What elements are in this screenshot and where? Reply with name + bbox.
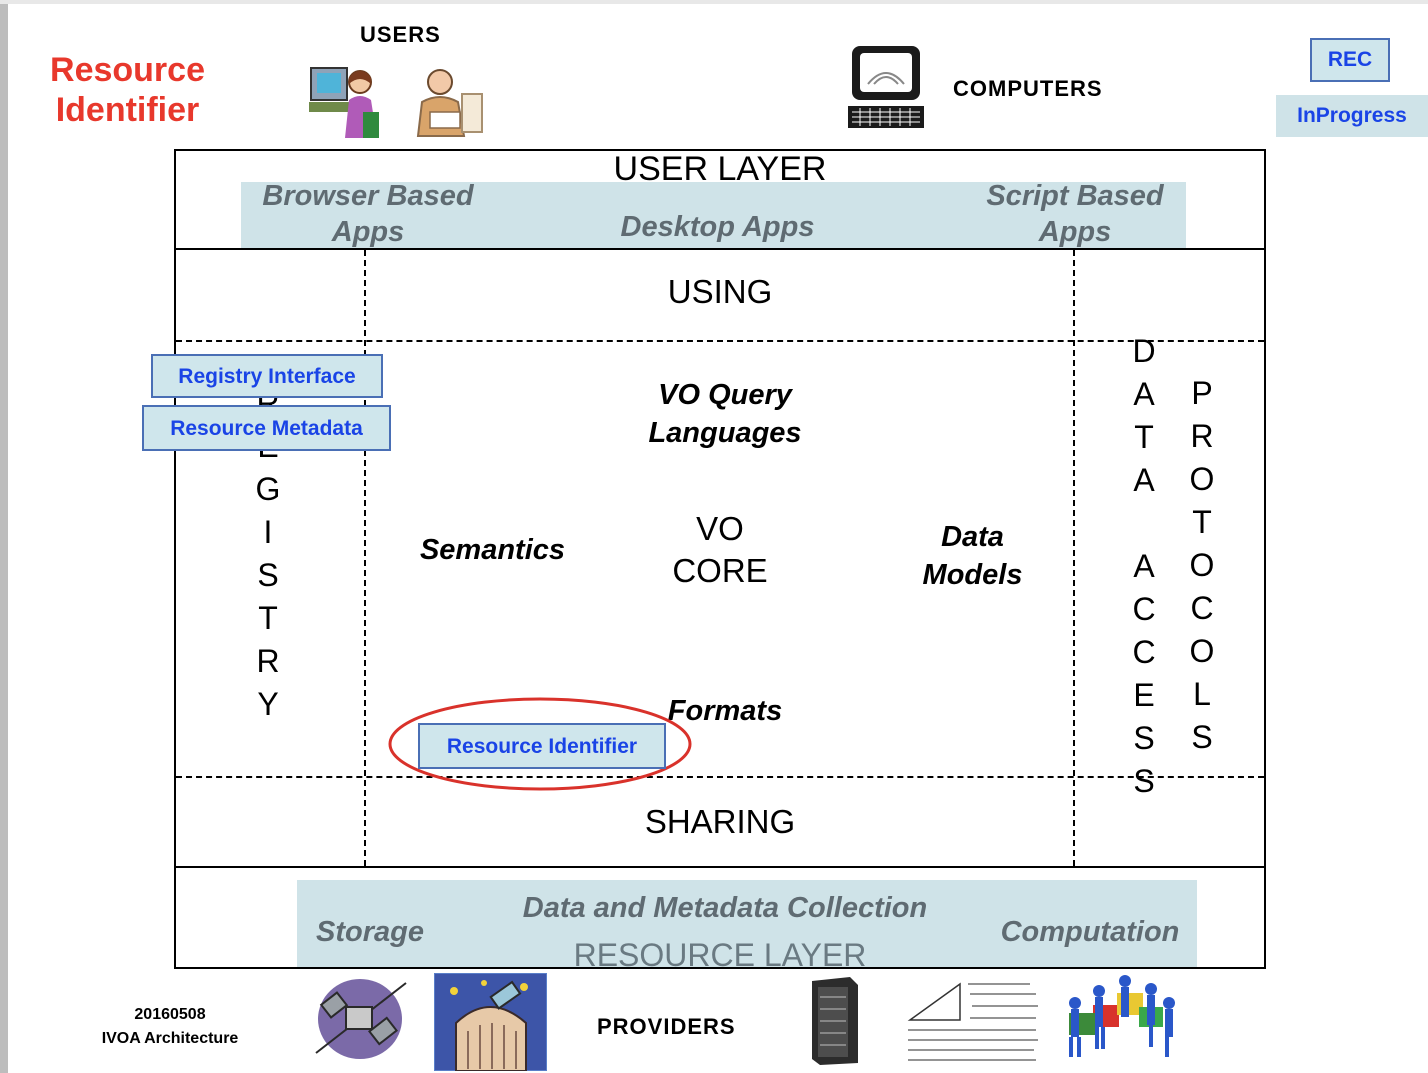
script-based-apps: Script Based Apps <box>986 180 1164 248</box>
footer-doc-name: IVOA Architecture <box>101 1030 239 1047</box>
computation-label: Computation <box>1000 916 1180 948</box>
data-access-divider <box>1073 250 1075 866</box>
server-icon <box>812 977 858 1065</box>
providers-label: PROVIDERS <box>597 1014 736 1039</box>
desktop-computer-icon <box>848 46 924 128</box>
footer-date: 20160508 <box>134 1006 206 1023</box>
resource-layer-title: RESOURCE LAYER <box>573 937 867 973</box>
data-metadata-collection: Data and Metadata Collection <box>522 892 928 924</box>
architecture-frame <box>174 149 1266 969</box>
registry-interface-box: Registry Interface <box>151 354 383 398</box>
vo-core-label: VO CORE <box>672 510 768 589</box>
formats-label: Formats <box>667 695 783 727</box>
resource-metadata-box: Resource Metadata <box>142 405 391 451</box>
sharing-label: SHARING <box>644 803 796 840</box>
data-access-vertical-label: D A T A A C C E S S <box>1132 333 1156 799</box>
registry-divider <box>364 250 366 866</box>
user-layer-divider <box>174 248 1266 250</box>
resource-identifier-box: Resource Identifier <box>418 723 666 769</box>
in-progress-badge: InProgress <box>1276 95 1428 137</box>
rec-badge: REC <box>1310 38 1390 82</box>
footer-info: 20160508 IVOA Architecture <box>70 1003 270 1051</box>
user-at-computer-icon <box>309 67 379 138</box>
user-layer-band <box>241 182 1186 248</box>
computers-label: COMPUTERS <box>953 76 1103 101</box>
math-notes-icon <box>900 972 1042 1070</box>
users-label: USERS <box>360 22 441 47</box>
using-label: USING <box>667 273 773 310</box>
slide-frame-top <box>0 0 1428 4</box>
scientist-icon <box>416 69 483 137</box>
protocols-vertical-label: P R O T O C O L S <box>1189 375 1215 755</box>
storage-label: Storage <box>316 916 424 948</box>
highlight-ellipse <box>388 697 692 791</box>
data-models-label: Data Models <box>922 521 1023 591</box>
semantics-label: Semantics <box>419 534 566 566</box>
user-layer-title: USER LAYER <box>613 150 827 188</box>
vo-query-languages: VO Query Languages <box>648 379 802 449</box>
slide-title: Resource Identifier <box>50 51 205 129</box>
satellite-icon <box>315 979 407 1059</box>
puzzle-team-icon <box>1069 975 1175 1057</box>
observatory-icon <box>434 973 547 1071</box>
slide-frame-left <box>0 0 8 1073</box>
browser-based-apps: Browser Based Apps <box>262 180 474 248</box>
desktop-apps: Desktop Apps <box>620 211 815 243</box>
sharing-divider <box>176 776 1264 778</box>
resource-layer-band <box>297 880 1197 968</box>
resource-layer-divider <box>174 866 1266 868</box>
using-divider <box>176 340 1264 342</box>
